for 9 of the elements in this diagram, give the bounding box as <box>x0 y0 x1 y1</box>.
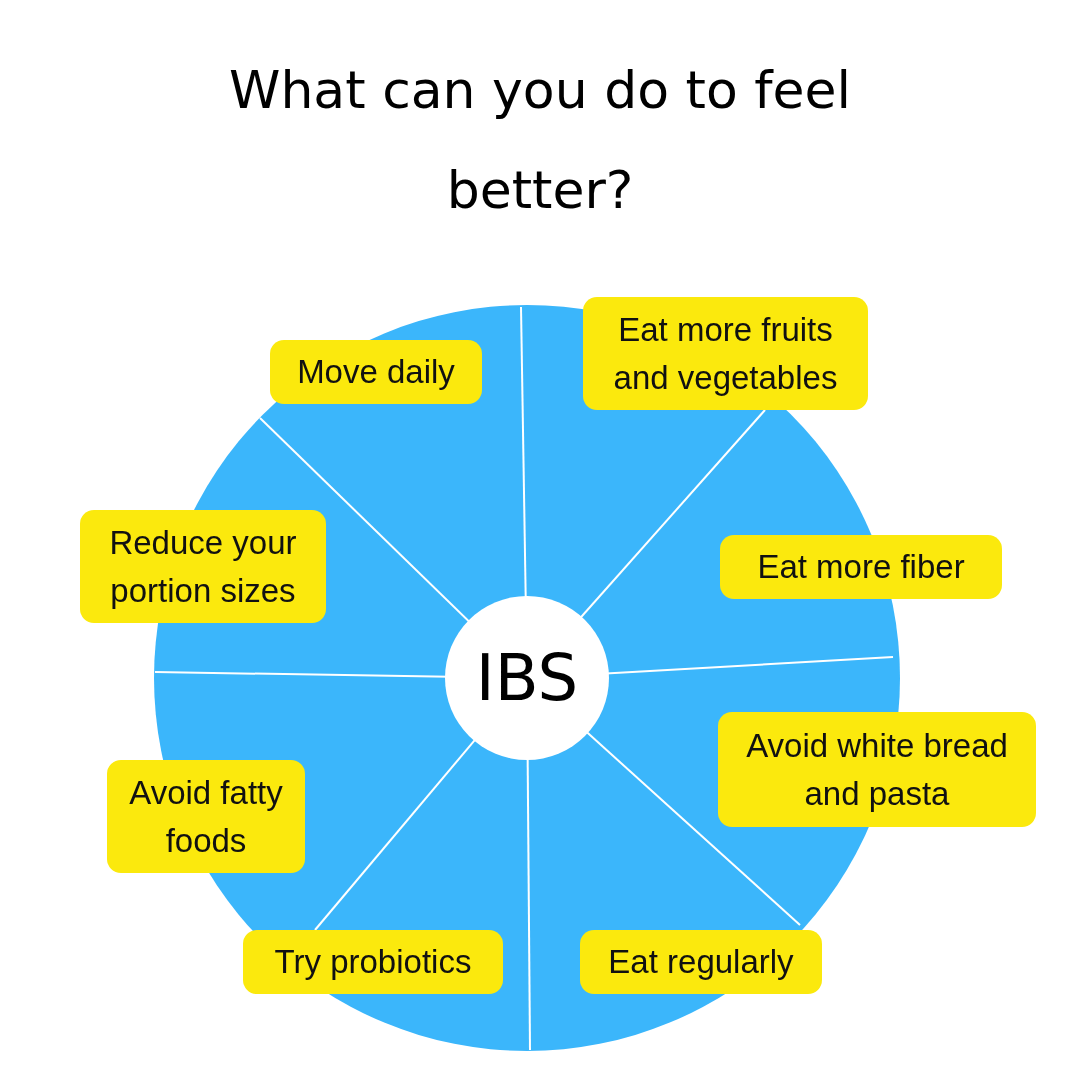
tip-label: Eat more fiber <box>720 535 1002 599</box>
tip-label: Reduce your portion sizes <box>80 510 326 623</box>
tip-label: Move daily <box>270 340 482 404</box>
title: What can you do to feel better? <box>228 59 852 222</box>
tip-label: Eat more fruits and vegetables <box>583 297 868 410</box>
tip-label: Eat regularly <box>580 930 822 994</box>
tip-label: Avoid fatty foods <box>107 760 305 873</box>
tip-label: Try probiotics <box>243 930 503 994</box>
tip-label: Avoid white bread and pasta <box>718 712 1036 827</box>
